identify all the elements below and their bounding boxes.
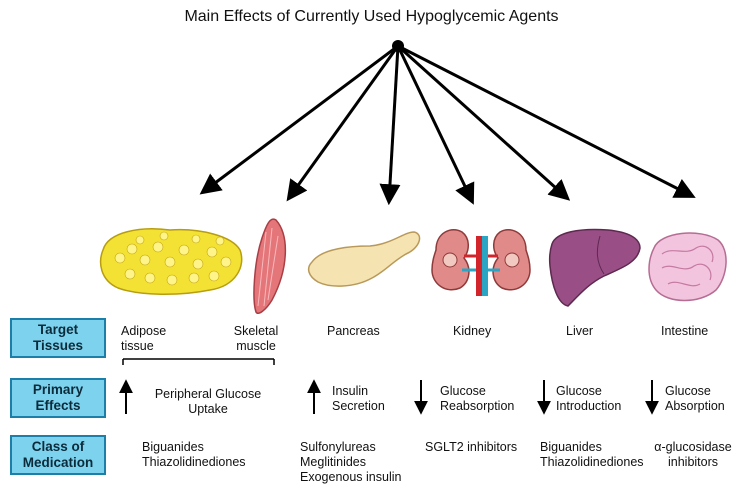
row-header-line: Target (37, 322, 79, 337)
effect-line: Glucose (665, 384, 711, 398)
row-header-class-of-medication: Class of Medication (10, 435, 106, 475)
tissue-label-line: Skeletal (233, 324, 279, 338)
liver-image (548, 228, 641, 307)
skeletal-muscle-image (253, 218, 286, 314)
effect-direction-arrows (119, 379, 659, 415)
medication-peripheral: Biguanides Thiazolidinediones (142, 440, 246, 470)
row-header-line: Effects (35, 398, 81, 413)
effect-line: Introduction (556, 399, 622, 413)
effect-line: Secretion (332, 399, 385, 413)
row-header-line: Tissues (32, 338, 84, 353)
medication-line: Biguanides (142, 440, 204, 454)
row-header-line: Medication (22, 455, 94, 470)
pancreas-image (307, 231, 421, 287)
effect-peripheral-glucose-uptake: Peripheral Glucose Uptake (138, 387, 278, 417)
medication-line: Biguanides (540, 440, 602, 454)
row-header-line: Class of (31, 439, 85, 454)
tissue-label-kidney: Kidney (453, 324, 492, 338)
effect-glucose-absorption: Glucose Absorption (665, 384, 725, 414)
tissue-label-intestine: Intestine (661, 324, 709, 338)
effect-line: Absorption (665, 399, 725, 413)
effect-glucose-introduction: Glucose Introduction (556, 384, 621, 414)
medication-insulin: Sulfonylureas Meglitinides Exogenous ins… (300, 440, 401, 485)
medication-intestine: α-glucosidase inhibitors (648, 440, 738, 470)
tissue-label-liver: Liver (566, 324, 594, 338)
effect-arrows (199, 44, 696, 206)
arrow-to-pancreas (379, 45, 401, 206)
tissue-label-muscle: Skeletal muscle (226, 324, 286, 354)
row-header-line: Primary (32, 382, 84, 397)
diagram-title: Main Effects of Currently Used Hypoglyce… (184, 8, 559, 25)
effect-line: Insulin (332, 384, 369, 398)
medication-line: Thiazolidinediones (142, 455, 246, 469)
arrow-to-muscle (286, 45, 400, 202)
kidney-image (431, 229, 531, 296)
effect-line: Reabsorption (440, 399, 515, 413)
tissue-label-line: Adipose (121, 324, 167, 338)
medication-line: Sulfonylureas (300, 440, 376, 454)
effect-insulin-secretion: Insulin Secretion (332, 384, 385, 414)
arrow-to-liver (396, 44, 571, 201)
row-header-target-tissues: Target Tissues (10, 318, 106, 358)
row-header-primary-effects: Primary Effects (10, 378, 106, 418)
medication-line: Thiazolidinediones (540, 455, 644, 469)
effect-line: Glucose (556, 384, 602, 398)
effect-line: Peripheral Glucose (154, 387, 262, 401)
tissue-label-pancreas: Pancreas (327, 324, 380, 338)
medication-line: Meglitinides (300, 455, 367, 469)
intestine-image (648, 232, 727, 302)
effect-line: Glucose (440, 384, 486, 398)
arrow-to-intestine (397, 44, 696, 198)
tissue-label-line: tissue (121, 339, 154, 353)
tissue-label-adipose: Adipose tissue (121, 324, 166, 354)
arrow-to-adipose (199, 44, 399, 195)
medication-kidney: SGLT2 inhibitors (425, 440, 518, 454)
medication-line: α-glucosidase (654, 440, 732, 454)
arrow-to-kidney (396, 45, 475, 205)
tissue-label-line: muscle (236, 339, 276, 353)
medication-line: inhibitors (667, 455, 719, 469)
effect-line: Uptake (188, 402, 228, 416)
medication-line: Exogenous insulin (300, 470, 402, 484)
tissue-bracket (122, 358, 275, 365)
effect-glucose-reabsorption: Glucose Reabsorption (440, 384, 514, 414)
medication-liver: Biguanides Thiazolidinediones (540, 440, 644, 470)
adipose-tissue-image (99, 228, 243, 295)
